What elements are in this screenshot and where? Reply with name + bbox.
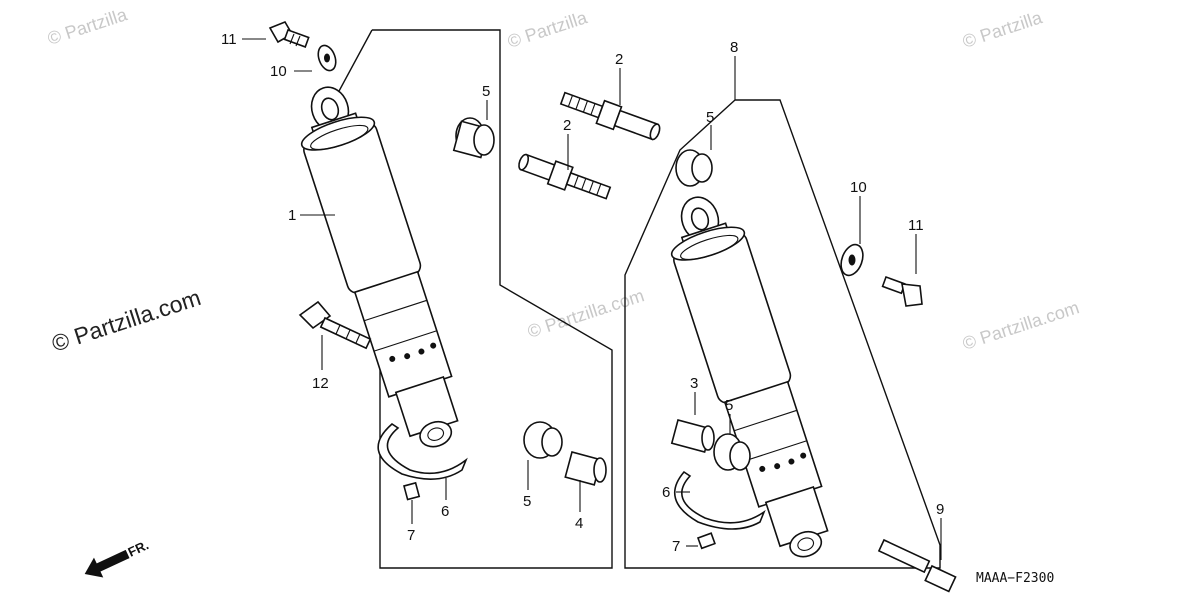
watermark-right: © Partzilla.com	[960, 297, 1082, 354]
callout-8: 8	[730, 39, 738, 56]
bushing-5-lower-left	[523, 421, 563, 459]
collar-3	[670, 419, 715, 453]
shock-absorber-left	[300, 86, 459, 448]
callout-10-left: 10	[270, 63, 287, 80]
watermark-main: © Partzilla.com	[49, 284, 204, 357]
bushing-5-top	[452, 117, 495, 159]
watermark-top-right: © Partzilla	[960, 7, 1045, 52]
stud-bolt-2-upper	[559, 91, 661, 141]
clip-7-left	[403, 481, 421, 501]
callout-7-right: 7	[672, 538, 680, 555]
bolt-9	[877, 538, 957, 593]
shock-absorber-right	[670, 196, 829, 558]
bushing-5-right-lower	[713, 433, 751, 471]
callout-2-upper: 2	[615, 51, 623, 68]
callout-5-top: 5	[482, 83, 490, 100]
callout-9: 9	[936, 501, 944, 518]
stud-bolt-2-lower	[518, 153, 612, 200]
callout-1: 1	[288, 207, 296, 224]
callout-4: 4	[575, 515, 583, 532]
diagram-code: MAAA−F2300	[976, 571, 1054, 586]
watermark-top-center: © Partzilla	[505, 7, 590, 52]
watermark-top-left: © Partzilla	[45, 4, 130, 49]
bolt-11-right	[881, 275, 923, 307]
watermark-center: © Partzilla.com	[525, 285, 647, 342]
callout-12: 12	[312, 375, 329, 392]
callout-10-right: 10	[850, 179, 867, 196]
assembly-outline-right	[624, 99, 941, 569]
callout-5-right-upper: 5	[706, 109, 714, 126]
callout-6-left: 6	[441, 503, 449, 520]
leader-lines	[242, 38, 942, 560]
callout-3: 3	[690, 375, 698, 392]
callouts: 11 10 2 5 2 1 12 6 7 5 4 8 5 10 11 3 5 6…	[221, 31, 944, 555]
bushing-5-right-upper	[675, 149, 713, 187]
front-direction-arrow: FR.	[84, 537, 151, 578]
callout-7-left: 7	[407, 527, 415, 544]
bolt-12	[298, 300, 372, 350]
callout-5-right-lower: 5	[725, 397, 733, 414]
clip-6-right	[674, 470, 766, 530]
callout-2-lower: 2	[563, 117, 571, 134]
callout-6-right: 6	[662, 484, 670, 501]
bolt-11-left	[268, 21, 310, 48]
clip-7-right	[696, 532, 716, 550]
callout-11-left: 11	[221, 31, 237, 48]
callout-5-lower-left: 5	[523, 493, 531, 510]
callout-11-right: 11	[908, 217, 924, 234]
clip-6-left	[377, 422, 468, 480]
collar-4	[564, 451, 607, 486]
front-direction-label: FR.	[126, 537, 151, 559]
